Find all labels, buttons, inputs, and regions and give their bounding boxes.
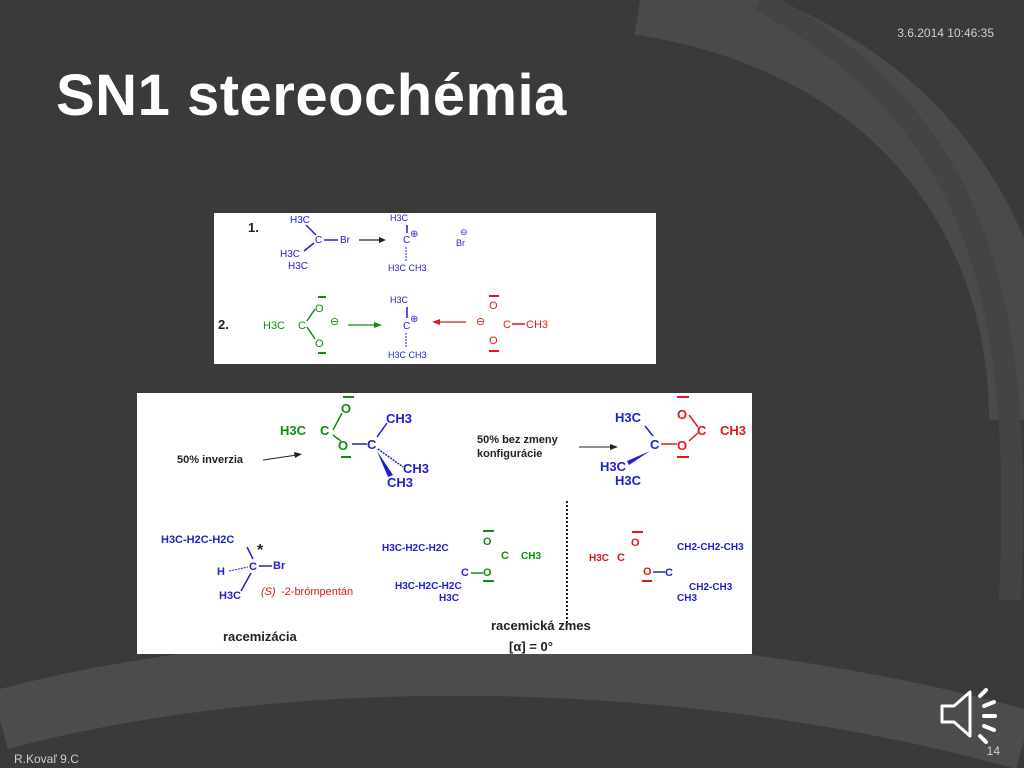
mid-stereocenter: C: [461, 567, 469, 579]
reaction-steps-diagram: 1. H3C H3C H3C C Br H3C C ⊕ H3C CH3 ⊖ Br…: [218, 213, 548, 360]
slide-footer: R.Kovaľ 9.C: [14, 752, 79, 766]
cation2-methyls: H3C CH3: [388, 350, 427, 360]
substrate2-h3c: H3C: [219, 590, 241, 602]
cation-methyls: H3C CH3: [388, 263, 427, 273]
inv-o-top: O: [341, 401, 351, 416]
acetate-green-h3c: H3C: [263, 320, 285, 332]
ret-stereocenter: C: [650, 437, 660, 452]
inversion-label: 50% inverzia: [177, 454, 244, 466]
substrate-h: H: [217, 566, 225, 578]
slide-page-number: 14: [986, 744, 1000, 758]
step-1-label: 1.: [248, 220, 259, 235]
right-o-top: O: [631, 537, 640, 549]
ret-carbonyl-c: C: [697, 423, 707, 438]
ret-o-ester: O: [677, 438, 687, 453]
inv-ch3-bottom: CH3: [387, 475, 413, 490]
acetate-red-minus: ⊖: [476, 316, 485, 328]
retention-label-1: 50% bez zmeny: [477, 434, 559, 446]
right-chain: CH2-CH2-CH3: [677, 542, 744, 553]
acetate-green-carbon: C: [298, 320, 306, 332]
slide-title: SN1 stereochémia: [56, 63, 567, 128]
ret-ch3: CH3: [720, 423, 746, 438]
substrate-bromine: Br: [340, 235, 351, 246]
stereochemistry-diagram: H3C C O O C CH3 CH3 CH3 50% inverzia 50%…: [161, 396, 746, 654]
optical-rotation: [α] = 0°: [509, 639, 553, 654]
mid-chain: H3C-H2C-H2C: [382, 543, 449, 554]
mid-ch3: CH3: [521, 551, 541, 562]
ret-h3c-top: H3C: [615, 410, 642, 425]
mid-o-ester: O: [483, 567, 492, 579]
substrate2-br: Br: [273, 560, 286, 572]
substrate-h3c-top: H3C: [290, 215, 310, 226]
racemic-mixture-label: racemická zmes: [491, 618, 591, 633]
step-2-label: 2.: [218, 317, 229, 332]
right-ch3: CH3: [677, 593, 697, 604]
cation-h3c-top: H3C: [390, 213, 409, 223]
inv-o-ester: O: [338, 438, 348, 453]
right-h3c: H3C: [589, 553, 609, 564]
right-carbonyl: C: [617, 552, 625, 564]
acetate-red-carbon: C: [503, 319, 511, 331]
racemization-label: racemizácia: [223, 629, 297, 644]
mid-carbonyl: C: [501, 550, 509, 562]
substrate-h3c-bottom: H3C: [288, 261, 308, 272]
substrate-carbon: C: [315, 235, 322, 246]
substrate2-carbon: C: [249, 561, 257, 573]
acetate-red-o-top: O: [489, 300, 498, 312]
mid-chain-left: H3C-H2C-H2C: [395, 581, 462, 592]
bromide-ion: Br: [456, 238, 465, 248]
bromide-minus: ⊖: [460, 227, 468, 237]
acetate-green-o-bottom: O: [315, 338, 324, 350]
chiral-star: *: [257, 542, 264, 559]
acetate-red-o-bottom: O: [489, 335, 498, 347]
mid-h3c: H3C: [439, 593, 459, 604]
mid-o-top: O: [483, 536, 492, 548]
inv-h3c: H3C: [280, 423, 307, 438]
cation-plus: ⊕: [410, 229, 418, 240]
cation-carbon: C: [403, 235, 410, 246]
cation2-plus: ⊕: [410, 314, 418, 325]
acetate-green-minus: ⊖: [330, 316, 339, 328]
right-stereocenter: C: [665, 567, 673, 579]
inv-stereocenter: C: [367, 437, 377, 452]
slide-date: 3.6.2014 10:46:35: [897, 26, 994, 40]
substrate-name: -2-brómpentán: [281, 586, 353, 598]
ret-h3c-left: H3C: [600, 459, 627, 474]
ret-o-top: O: [677, 407, 687, 422]
acetate-red-ch3: CH3: [526, 319, 548, 331]
right-o-ester: O: [643, 566, 652, 578]
substrate-chain: H3C-H2C-H2C: [161, 534, 234, 546]
inv-ch3-top: CH3: [386, 411, 412, 426]
substrate-config: (S): [261, 586, 276, 598]
retention-label-2: konfigurácie: [477, 448, 542, 460]
inv-ch3-right: CH3: [403, 461, 429, 476]
inv-carbonyl-c: C: [320, 423, 330, 438]
speaker-icon[interactable]: [936, 684, 1006, 749]
cation2-h3c-top: H3C: [390, 295, 409, 305]
reaction-steps-panel: 1. H3C H3C H3C C Br H3C C ⊕ H3C CH3 ⊖ Br…: [214, 213, 656, 364]
cation2-carbon: C: [403, 321, 410, 332]
ret-h3c-bottom: H3C: [615, 473, 642, 488]
acetate-green-o-top: O: [315, 303, 324, 315]
stereochemistry-panel: H3C C O O C CH3 CH3 CH3 50% inverzia 50%…: [137, 393, 752, 654]
right-ch2ch3: CH2-CH3: [689, 582, 733, 593]
substrate-h3c-left: H3C: [280, 249, 300, 260]
